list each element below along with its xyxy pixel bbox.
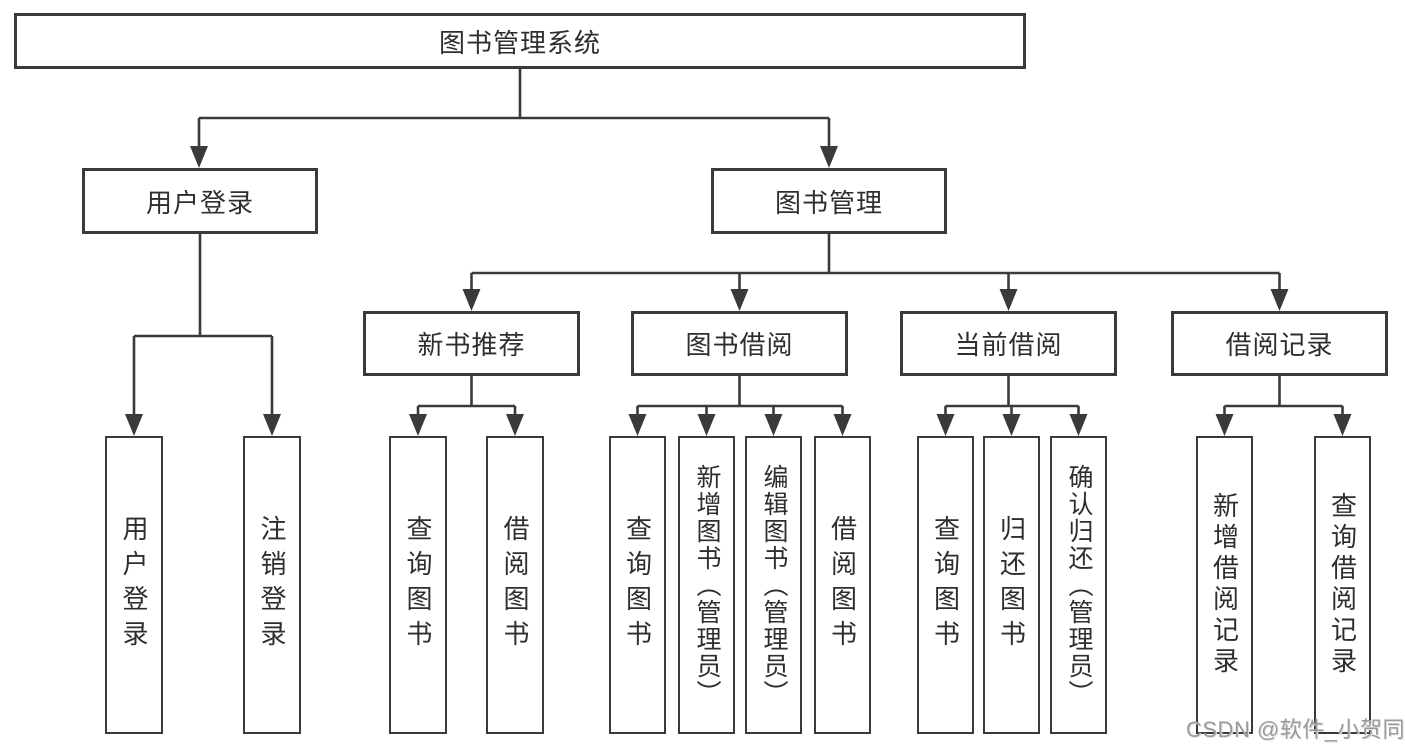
leaf-query-books-current: 查询图书: [917, 436, 974, 734]
leaf-borrow-books-recommend: 借阅图书: [486, 436, 544, 734]
leaf-logout: 注销登录: [243, 436, 301, 734]
node-new-book-recommend: 新书推荐: [363, 311, 580, 376]
leaf-edit-books-admin: 编辑图书（管理员）: [745, 436, 802, 734]
leaf-add-books-admin: 新增图书（管理员）: [678, 436, 735, 734]
leaf-query-borrow-record: 查询借阅记录: [1314, 436, 1371, 734]
leaf-user-login: 用户登录: [105, 436, 163, 734]
node-user-login-module: 用户登录: [82, 168, 318, 234]
leaf-query-books-borrowing: 查询图书: [609, 436, 666, 734]
leaf-add-borrow-record: 新增借阅记录: [1196, 436, 1253, 734]
node-book-management-module: 图书管理: [711, 168, 947, 234]
node-borrowing-records: 借阅记录: [1171, 311, 1388, 376]
node-current-borrowing: 当前借阅: [900, 311, 1117, 376]
node-book-borrowing: 图书借阅: [631, 311, 848, 376]
leaf-borrow-books: 借阅图书: [814, 436, 871, 734]
node-root-system: 图书管理系统: [14, 13, 1026, 69]
csdn-watermark: CSDN @软件_小贺同学: [1186, 717, 1405, 742]
leaf-return-books: 归还图书: [983, 436, 1040, 734]
leaf-query-books-recommend: 查询图书: [389, 436, 447, 734]
leaf-confirm-return-admin: 确认归还（管理员）: [1050, 436, 1107, 734]
